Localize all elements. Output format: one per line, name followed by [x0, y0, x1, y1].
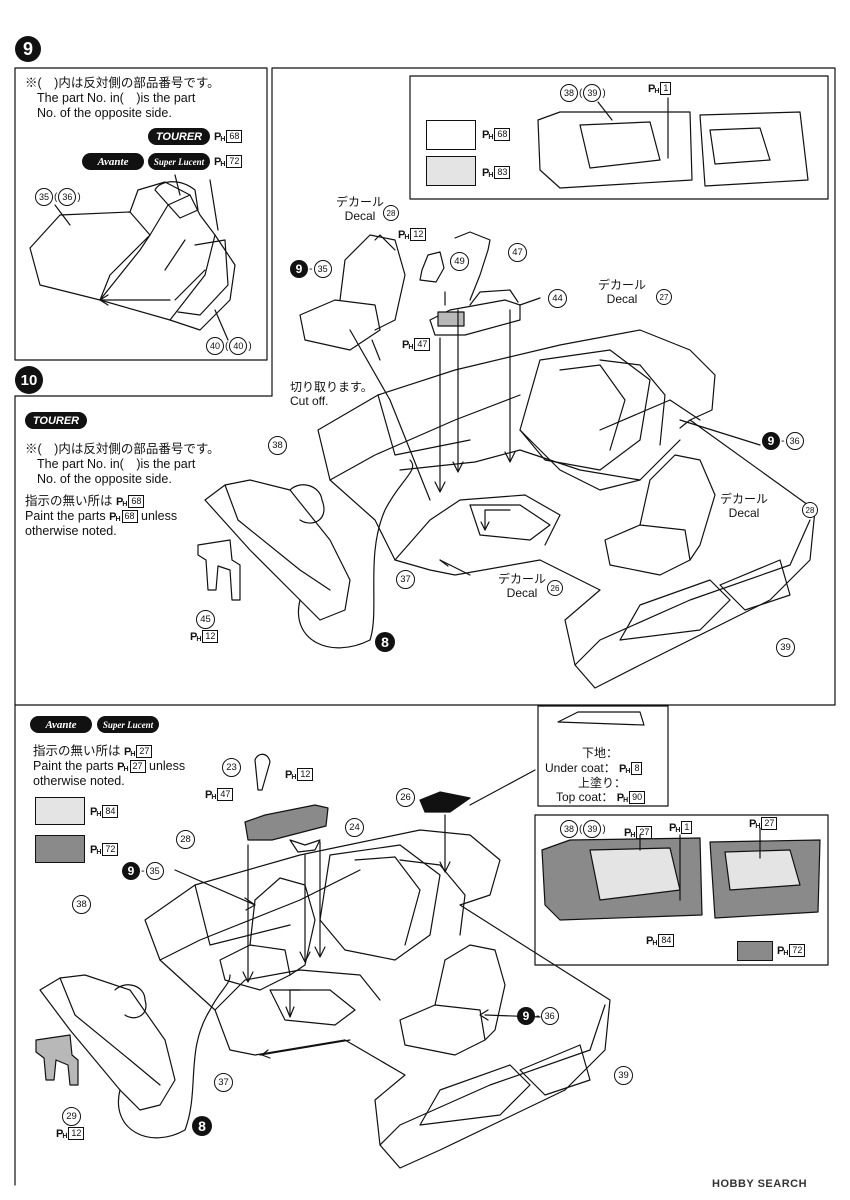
part-49-upper: 49 [450, 252, 469, 271]
part-40-opposite: 40 [229, 337, 248, 355]
part-label-40-40: 40(40) [206, 337, 252, 355]
swatch-dark-gray-lower [35, 835, 85, 863]
superlucent-section-badge: Super Lucent [97, 716, 159, 733]
step-9-number: 9 [22, 38, 33, 59]
step9-opposite-note-en2: No. of the opposite side. [37, 106, 172, 120]
step-10-badge: 10 [15, 366, 43, 394]
tourer-unless-note-en3: otherwise noted. [25, 524, 117, 538]
superlucent-label: Super Lucent [153, 156, 205, 167]
step9-opposite-note-en1: The part No. in( )is the part [37, 91, 196, 105]
tourer-label: TOURER [155, 130, 203, 143]
decal-part-28-b: 28 [802, 502, 818, 518]
ref-step8-upper: 8 [375, 632, 395, 652]
swatch-light-gray [426, 156, 476, 186]
swatch-light-gray-lower [35, 797, 85, 825]
part-39-lower: 39 [614, 1066, 633, 1085]
part-45: 45 [196, 610, 215, 629]
decal-part-26-upper: 26 [547, 580, 563, 596]
top-coat-jp: 上塗り： [578, 776, 627, 790]
step-10-number: 10 [20, 371, 38, 389]
avante-unless-note-en3: otherwise noted. [33, 774, 125, 788]
part-39-upper: 39 [776, 638, 795, 657]
part-37-lower: 37 [214, 1073, 233, 1092]
decal-part-28-a: 28 [383, 205, 399, 221]
part-24: 24 [345, 818, 364, 837]
avante-badge: Avante [82, 153, 144, 170]
watermark: HOBBY SEARCH [712, 1178, 808, 1190]
part-23: 23 [222, 758, 241, 777]
tourer-section-label: TOURER [32, 414, 80, 427]
swatch-white [426, 120, 476, 150]
ref-step9-36-lower: 9-36 [517, 1007, 559, 1025]
tourer-section-badge: TOURER [25, 412, 87, 429]
part-label-35-36: 35(36) [35, 188, 81, 206]
part-37-upper: 37 [396, 570, 415, 589]
ref-step9-35-upper: 9-35 [290, 260, 332, 278]
part-47-upper: 47 [508, 243, 527, 262]
step10-opposite-note-en2: No. of the opposite side. [37, 472, 172, 486]
part-29: 29 [62, 1107, 81, 1126]
part-28-lower: 28 [176, 830, 195, 849]
under-coat-jp: 下地： [582, 746, 619, 760]
part-38-upper: 38 [268, 436, 287, 455]
superlucent-badge: Super Lucent [148, 153, 210, 170]
part-26-lower: 26 [396, 788, 415, 807]
door-label-38-39-lower: 38(39) [560, 820, 606, 838]
part-35: 35 [35, 188, 53, 206]
part-44-upper: 44 [548, 289, 567, 308]
ref-step9-36-upper: 9-36 [762, 432, 804, 450]
avante-section-label: Avante [45, 718, 77, 731]
avante-label: Avante [97, 155, 129, 168]
door-label-38-39: 38(39) [560, 84, 606, 102]
step-9-badge: 9 [15, 36, 41, 62]
ref-step9-35-lower: 9-35 [122, 862, 164, 880]
part-40: 40 [206, 337, 224, 355]
tourer-badge: TOURER [148, 128, 210, 145]
ref-step8-lower: 8 [192, 1116, 212, 1136]
part-38-lower: 38 [72, 895, 91, 914]
superlucent-section-label: Super Lucent [102, 719, 154, 730]
step10-opposite-note-en1: The part No. in( )is the part [37, 457, 196, 471]
step9-opposite-note-jp: ※( )内は反対側の部品番号です。 [25, 76, 220, 90]
part-36: 36 [58, 188, 77, 206]
door-swatch-dark [737, 941, 773, 961]
cut-off-note: 切り取ります。Cut off. [290, 380, 373, 408]
avante-section-badge: Avante [30, 716, 92, 733]
decal-part-27: 27 [656, 289, 672, 305]
step9-frame [14, 67, 268, 361]
step10-opposite-note-jp: ※( )内は反対側の部品番号です。 [25, 442, 220, 456]
